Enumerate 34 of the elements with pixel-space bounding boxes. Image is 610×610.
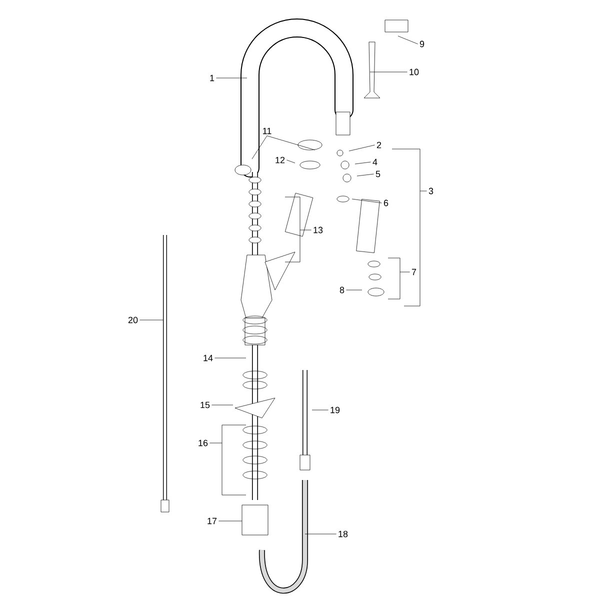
callout-number: 16 [198, 440, 208, 446]
leader-line [354, 162, 371, 164]
callout-number: 13 [314, 226, 323, 234]
callout-number: 12 [276, 156, 285, 164]
bracket [210, 424, 246, 496]
leader-line [286, 160, 296, 164]
leader-line [266, 136, 316, 150]
callout-number: 18 [338, 530, 348, 538]
leader-line [356, 174, 374, 176]
leader-line [348, 144, 375, 152]
leader-line [352, 198, 382, 204]
callout-number: 15 [200, 402, 210, 408]
callout-number: 5 [376, 170, 380, 178]
callout-number: 4 [372, 158, 378, 166]
callout-number: 14 [204, 354, 213, 362]
callout-number: 11 [263, 128, 272, 134]
callout-number: 6 [384, 200, 388, 206]
leader-line [252, 136, 268, 160]
bracket [388, 258, 410, 300]
callout-number: 10 [410, 68, 419, 76]
callout-number: 1 [210, 74, 214, 82]
leader-line [218, 520, 242, 522]
leader-line [212, 404, 234, 406]
callout-number: 19 [330, 406, 340, 414]
callout-number: 7 [412, 268, 416, 276]
callout-number: 3 [428, 188, 434, 194]
callout-number: 2 [376, 142, 382, 148]
callout-number: 8 [340, 286, 344, 294]
callout-number: 20 [128, 316, 138, 324]
bracket [284, 196, 312, 262]
callout-number: 17 [208, 518, 217, 524]
leader-line [398, 36, 418, 44]
callout-number: 9 [420, 40, 424, 48]
bracket [392, 148, 427, 306]
